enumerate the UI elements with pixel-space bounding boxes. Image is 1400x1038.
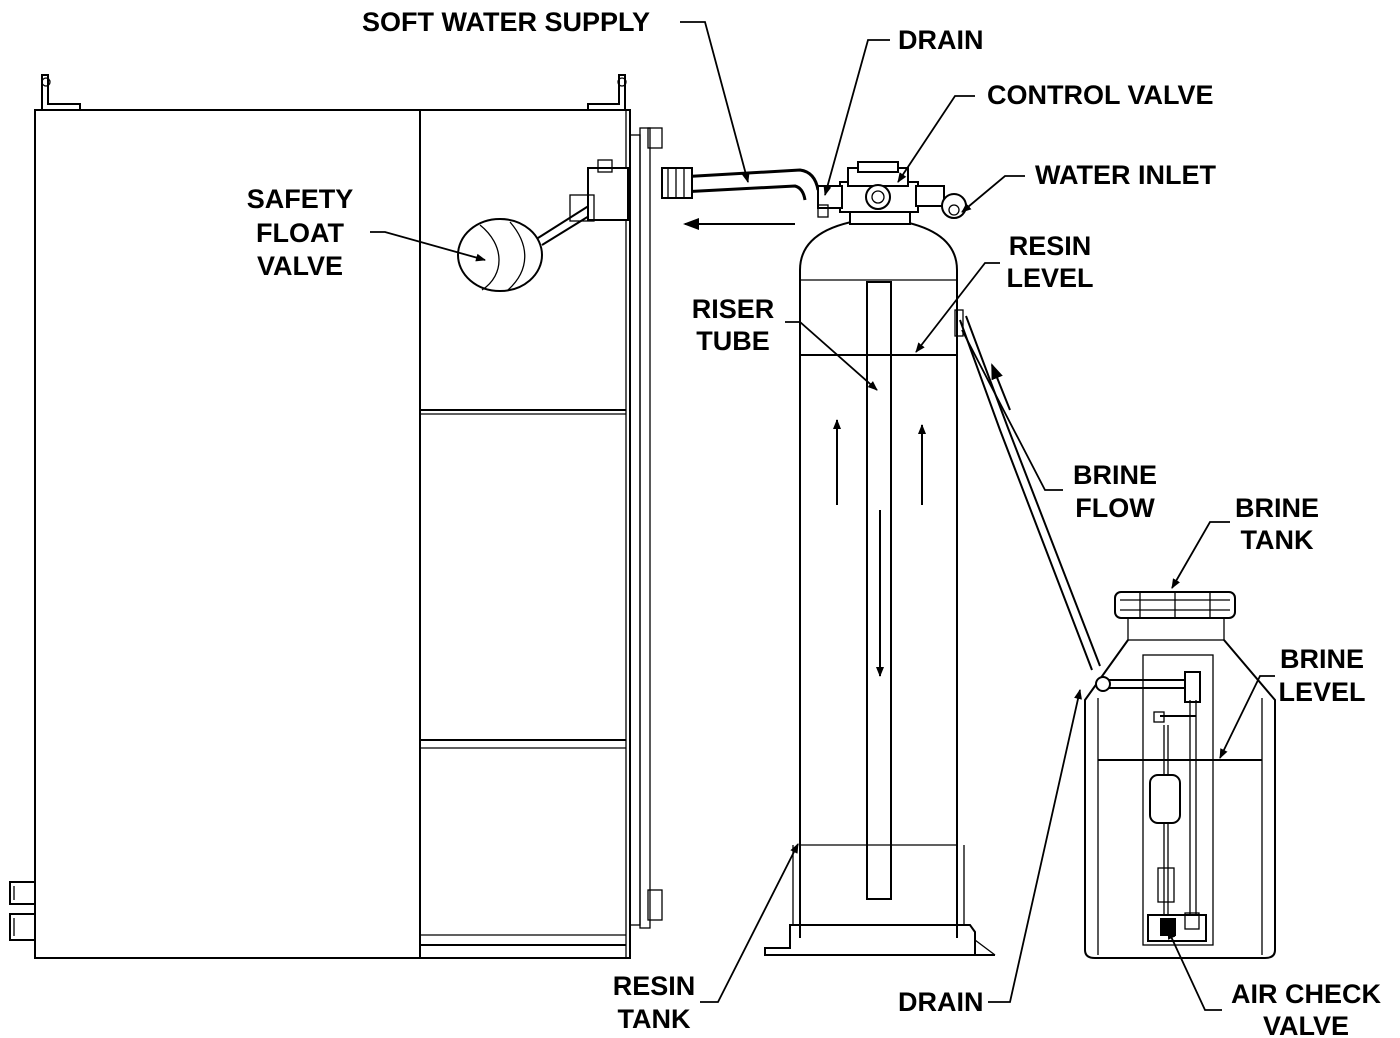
label-soft-water-supply: SOFT WATER SUPPLY xyxy=(362,7,650,37)
label-air-check-valve-1: AIR CHECK xyxy=(1231,979,1382,1009)
label-control-valve: CONTROL VALVE xyxy=(987,80,1214,110)
label-brine-level-2: LEVEL xyxy=(1278,677,1365,707)
label-brine-flow-2: FLOW xyxy=(1075,493,1155,523)
leader-lines xyxy=(370,21,1275,1011)
label-brine-tank-1: BRINE xyxy=(1235,493,1319,523)
label-brine-tank-2: TANK xyxy=(1241,525,1314,555)
label-safety-float-valve-1: SAFETY xyxy=(247,184,354,214)
label-riser-tube-2: TUBE xyxy=(696,326,770,356)
label-water-inlet: WATER INLET xyxy=(1035,160,1216,190)
control-valve xyxy=(817,161,967,225)
soft-water-supply-hose xyxy=(661,167,820,201)
label-safety-float-valve-2: FLOAT xyxy=(256,218,344,248)
brine-tank xyxy=(1084,591,1276,959)
label-drain-top: DRAIN xyxy=(898,25,984,55)
resin-tank xyxy=(764,216,996,956)
label-riser-tube-1: RISER xyxy=(692,294,775,324)
storage-cabinet xyxy=(9,74,663,959)
label-brine-level-1: BRINE xyxy=(1280,644,1364,674)
label-brine-flow-1: BRINE xyxy=(1073,460,1157,490)
label-resin-level-1: RESIN xyxy=(1009,231,1092,261)
brine-line xyxy=(954,309,1101,671)
label-resin-tank-2: TANK xyxy=(618,1004,691,1034)
label-drain-bottom: DRAIN xyxy=(898,987,984,1017)
label-air-check-valve-2: VALVE xyxy=(1263,1011,1349,1038)
label-resin-level-2: LEVEL xyxy=(1006,263,1093,293)
label-resin-tank-1: RESIN xyxy=(613,971,696,1001)
safety-float-valve xyxy=(457,159,629,292)
label-safety-float-valve-3: VALVE xyxy=(257,251,343,281)
